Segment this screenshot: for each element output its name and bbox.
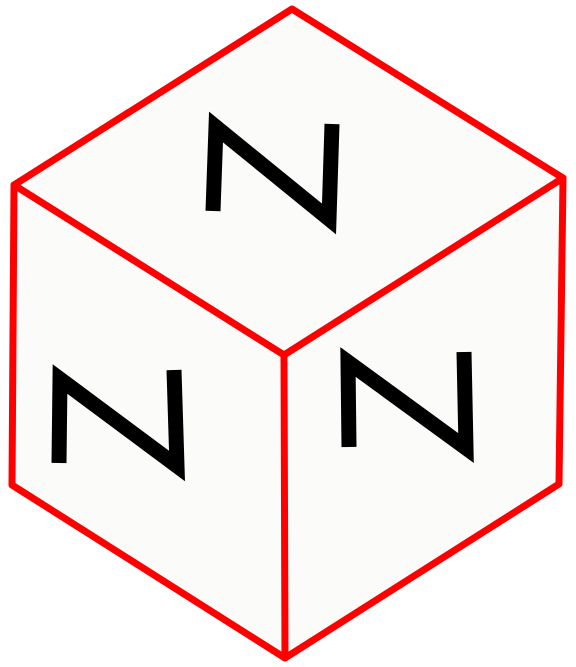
left-face-n-letter (51, 364, 185, 482)
right-face-n-letter (340, 347, 474, 463)
cube-center-edge (280, 351, 289, 662)
cube-letters (51, 111, 474, 482)
cube-left-face (12, 185, 285, 658)
cube-edges (8, 5, 567, 662)
top-face-n-letter (205, 111, 340, 235)
